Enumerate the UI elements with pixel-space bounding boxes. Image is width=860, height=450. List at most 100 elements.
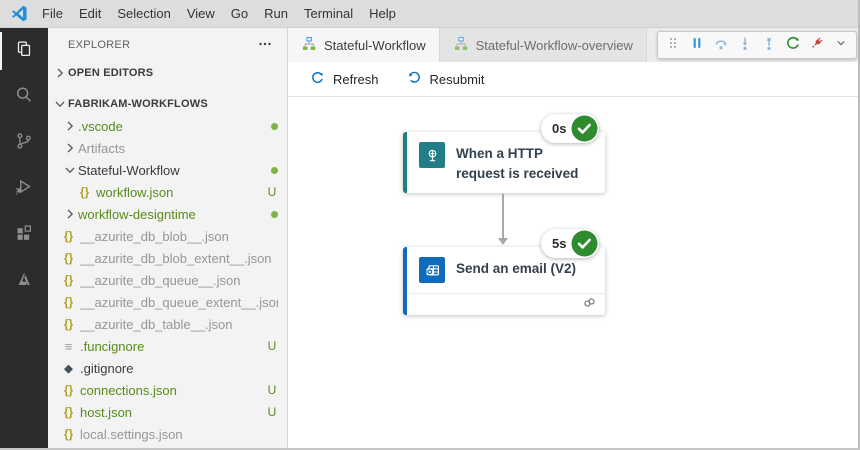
pause-icon xyxy=(689,35,705,56)
menu-terminal[interactable]: Terminal xyxy=(304,5,354,21)
tree-item-workflow-designtime[interactable]: workflow-designtime xyxy=(48,203,287,225)
menu-help[interactable]: Help xyxy=(369,5,396,21)
files-icon xyxy=(13,38,35,65)
refresh-icon xyxy=(310,70,325,88)
menu-edit[interactable]: Edit xyxy=(78,5,102,21)
git-changes-dot xyxy=(271,122,278,130)
debug-toolbar xyxy=(657,31,857,59)
duration-label: 5s xyxy=(552,236,567,251)
json-file-icon: {} xyxy=(63,427,74,441)
menu-view[interactable]: View xyxy=(186,5,215,21)
tree-item-label: .gitignore xyxy=(80,360,134,376)
json-file-icon: {} xyxy=(63,295,74,309)
workflow-tab-icon xyxy=(301,36,317,55)
tree-item--azurite-db-blob-json[interactable]: {}__azurite_db_blob__.json xyxy=(48,225,287,247)
refresh-label: Refresh xyxy=(333,71,379,87)
activity-bar-item-azure[interactable] xyxy=(0,258,48,304)
tree-item-label: workflow-designtime xyxy=(78,206,196,222)
tree-item-local-settings-json[interactable]: {}local.settings.json xyxy=(48,423,287,445)
menu-selection[interactable]: Selection xyxy=(117,5,171,21)
git-changes-dot xyxy=(271,166,278,174)
tab-label: Stateful-Workflow xyxy=(324,37,426,53)
node-title: Send an email (V2) xyxy=(456,261,577,276)
more-debug-actions-button[interactable] xyxy=(829,33,853,57)
tree-section-open-editors[interactable]: OPEN EDITORS xyxy=(48,62,287,84)
json-file-icon: {} xyxy=(63,317,74,331)
activity-bar-item-source-control[interactable] xyxy=(0,120,48,166)
activity-bar-item-run-debug[interactable] xyxy=(0,166,48,212)
tree-item-label: connections.json xyxy=(80,382,177,398)
tree-item-label: workflow.json xyxy=(96,184,174,200)
tab-stateful-workflow[interactable]: Stateful-Workflow xyxy=(288,28,440,62)
activity-bar xyxy=(0,28,48,448)
step-into-button[interactable] xyxy=(733,33,757,57)
git-file-icon: ◆ xyxy=(64,362,73,375)
node-footer xyxy=(407,293,605,315)
vscode-logo-icon xyxy=(9,4,28,23)
activity-bar-item-explorer[interactable] xyxy=(0,28,48,74)
resubmit-button[interactable]: Resubmit xyxy=(407,70,484,88)
activity-bar-item-extensions[interactable] xyxy=(0,212,48,258)
restart-icon xyxy=(785,35,801,56)
chevron-down-icon xyxy=(52,96,68,112)
step-out-icon xyxy=(761,35,777,56)
activity-bar-item-search[interactable] xyxy=(0,74,48,120)
disconnect-button[interactable] xyxy=(805,33,829,57)
editor-area: Stateful-Workflow Stateful-Workflow-overv… xyxy=(288,28,858,448)
outlook-icon xyxy=(419,257,445,283)
tree-item-artifacts[interactable]: Artifacts xyxy=(48,137,287,159)
workflow-node-trigger[interactable]: When a HTTP request is received xyxy=(403,132,605,194)
restart-button[interactable] xyxy=(781,33,805,57)
node-connector-line xyxy=(502,194,504,239)
node-header: When a HTTP request is received xyxy=(407,132,605,193)
tab-label: Stateful-Workflow-overview xyxy=(475,37,633,53)
tree-item-label: FABRIKAM-WORKFLOWS xyxy=(68,98,208,110)
tree-item-label: Artifacts xyxy=(78,140,125,156)
disconnect-icon xyxy=(809,35,825,56)
json-file-icon: {} xyxy=(79,185,90,199)
menu-run[interactable]: Run xyxy=(264,5,288,21)
more-actions-icon[interactable] xyxy=(257,36,273,55)
tree-item-label: OPEN EDITORS xyxy=(68,67,154,79)
menu-file[interactable]: File xyxy=(42,5,63,21)
tree-item--azurite-db-queue-json[interactable]: {}__azurite_db_queue__.json xyxy=(48,269,287,291)
node-connector-arrowhead xyxy=(498,238,508,245)
json-file-icon: {} xyxy=(63,251,74,265)
tree-item--azurite-db-table-json[interactable]: {}__azurite_db_table__.json xyxy=(48,313,287,335)
extensions-icon xyxy=(13,222,35,249)
run-status-badge: 5s xyxy=(541,229,600,258)
chevron-right-icon xyxy=(62,206,78,222)
chevron-down-icon xyxy=(62,162,78,178)
tree-item-label: __azurite_db_queue_extent__.json xyxy=(80,294,278,310)
workflow-node-action[interactable]: Send an email (V2) xyxy=(403,247,605,315)
step-out-button[interactable] xyxy=(757,33,781,57)
tree-item--vscode[interactable]: .vscode xyxy=(48,115,287,137)
sidebar-header: EXPLORER xyxy=(48,28,287,62)
tree-item-label: __azurite_db_queue__.json xyxy=(80,272,241,288)
more-icon xyxy=(833,35,849,56)
tab-stateful-workflow-overview[interactable]: Stateful-Workflow-overview xyxy=(439,28,647,62)
tree-item--azurite-db-queue-extent-json[interactable]: {} __azurite_db_queue_extent__.json xyxy=(48,291,287,313)
connection-icon[interactable] xyxy=(582,295,597,315)
http-trigger-icon xyxy=(419,142,445,168)
pause-button[interactable] xyxy=(685,33,709,57)
explorer-sidebar: EXPLORER OPEN EDITORS FABRIKAM-WORKFLOWS.… xyxy=(48,28,288,448)
tree-item-stateful-workflow[interactable]: Stateful-Workflow xyxy=(48,159,287,181)
duration-label: 0s xyxy=(552,121,567,136)
title-bar: File Edit Selection View Go Run Terminal Help xyxy=(0,0,858,28)
tree-item--gitignore[interactable]: ◆ .gitignore xyxy=(48,357,287,379)
run-status-badge: 0s xyxy=(541,114,600,143)
tree-item--azurite-db-blob-extent-json[interactable]: {}__azurite_db_blob_extent__.json xyxy=(48,247,287,269)
step-into-icon xyxy=(737,35,753,56)
chevron-right-icon xyxy=(62,118,78,134)
refresh-button[interactable]: Refresh xyxy=(310,70,379,88)
menu-go[interactable]: Go xyxy=(230,5,249,21)
step-over-button[interactable] xyxy=(709,33,733,57)
success-check-icon xyxy=(571,230,598,257)
tree-section-fabrikam-workflows[interactable]: FABRIKAM-WORKFLOWS xyxy=(48,93,287,115)
